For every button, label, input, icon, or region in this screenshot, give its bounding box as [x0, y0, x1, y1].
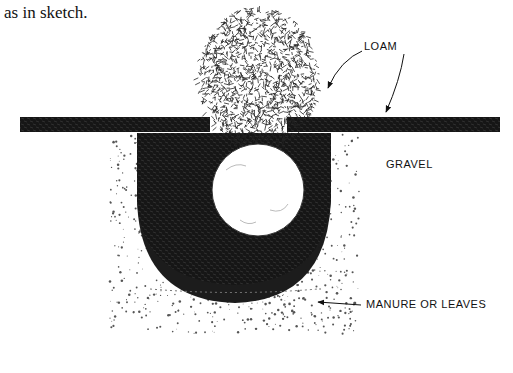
shrub-foliage: [194, 6, 321, 152]
gravel-stipple: [109, 134, 360, 335]
root-ball-shading: [226, 165, 288, 224]
leader-line: [328, 50, 364, 88]
part-label: MANURE OR LEAVES: [364, 298, 488, 310]
root-ball: [212, 144, 304, 236]
leader-line: [386, 54, 404, 112]
loam-pit: [137, 133, 331, 285]
loam-surface-right: [287, 117, 500, 132]
leader-arrow: [318, 302, 361, 305]
caption-text: as in sketch.: [4, 4, 88, 23]
part-label: GRAVEL: [384, 158, 435, 170]
manure-layer: [137, 133, 331, 303]
manure-texture: [150, 289, 318, 293]
loam-surface-left: [20, 117, 210, 132]
part-label: LOAM: [362, 40, 399, 52]
